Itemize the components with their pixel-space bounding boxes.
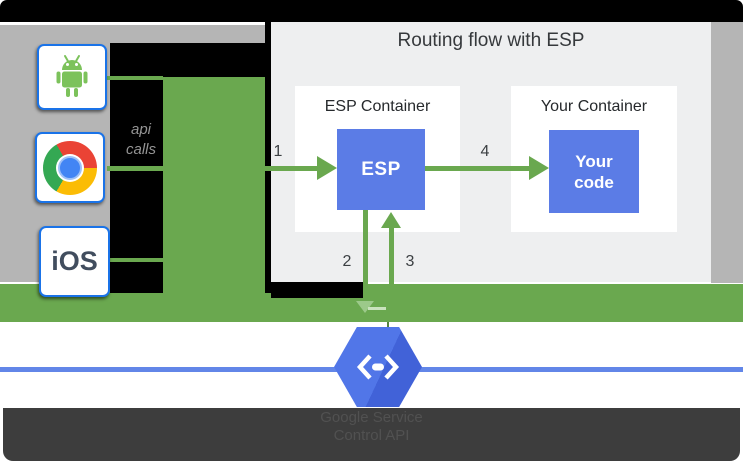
- step-label-2: 2: [342, 253, 352, 270]
- chrome-icon-center: [58, 155, 82, 180]
- bottom-dark-bar: Google Service Control API: [3, 408, 740, 461]
- android-client-box: [37, 44, 107, 110]
- api-calls-note: api calls: [116, 120, 166, 160]
- api-calls-line2: calls: [125, 141, 156, 158]
- diagram-title: Routing flow with ESP: [397, 30, 585, 51]
- green-vertical-band: [163, 77, 265, 322]
- ios-label: iOS: [51, 246, 98, 276]
- top-dark-bar: [0, 0, 743, 22]
- esp-box: ESP: [337, 129, 425, 210]
- band-to-hexagon-stub: [387, 322, 389, 328]
- api-calls-line1: api: [130, 121, 152, 138]
- your-code-line1: Your: [575, 151, 613, 171]
- esp-container-title: ESP Container: [324, 98, 431, 115]
- right-gray-column: [711, 22, 743, 283]
- android-connector-line: [107, 76, 163, 80]
- chrome-client-box: [35, 132, 105, 203]
- chrome-icon: [43, 140, 97, 195]
- service-label-line1: Google Service: [320, 409, 423, 426]
- chrome-icon-ring: [56, 153, 84, 182]
- your-code-line2: code: [574, 172, 614, 192]
- step-label-1: 1: [273, 143, 283, 160]
- your-container-title: Your Container: [540, 98, 648, 115]
- black-gap-strip: [265, 22, 271, 293]
- android-icon: [56, 55, 88, 97]
- arrow-3-head-icon: [381, 212, 401, 228]
- service-label-line2: Control API: [333, 427, 410, 444]
- arrow-1-line: [107, 166, 317, 171]
- step-label-3: 3: [405, 253, 415, 270]
- band-highlight-dash: [368, 307, 386, 310]
- arrow-1-head-icon: [317, 156, 337, 180]
- esp-box-label: ESP: [361, 158, 401, 180]
- your-code-box: Your code: [549, 130, 639, 213]
- arrow-2-line: [363, 210, 368, 322]
- step-label-4: 4: [480, 143, 490, 160]
- arrow-2-head-icon: [356, 301, 374, 313]
- ios-connector-line: [110, 258, 163, 262]
- arrow-4-line: [425, 166, 529, 171]
- google-cloud-endpoints-icon: [334, 327, 422, 407]
- code-brackets-icon: [356, 354, 400, 380]
- arrow-3-line: [389, 228, 394, 322]
- black-bottom-strip: [271, 282, 363, 298]
- arrow-4-head-icon: [529, 156, 549, 180]
- your-code-box-label: Your code: [574, 151, 614, 193]
- ios-client-box: iOS: [39, 226, 110, 297]
